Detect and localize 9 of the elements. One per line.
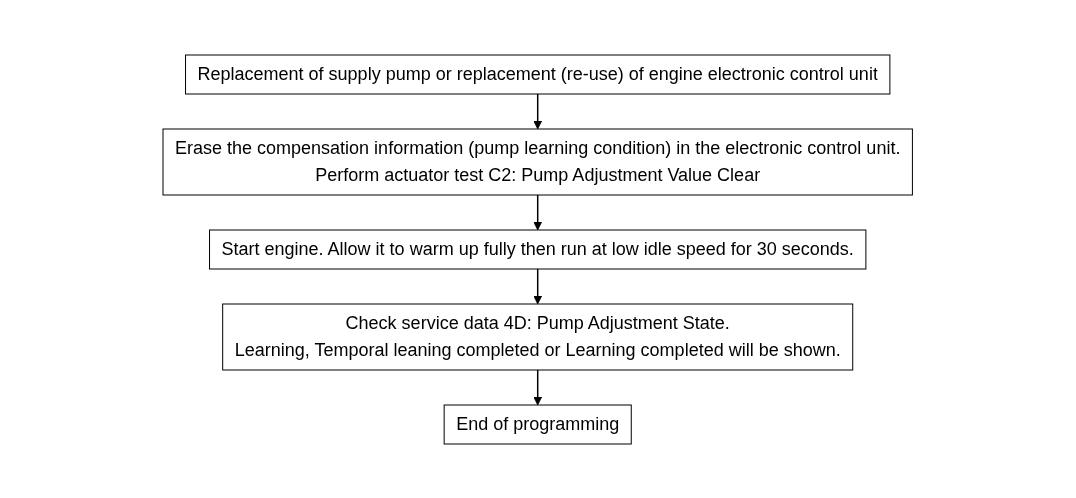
node-box: Start engine. Allow it to warm up fully then run at low idle speed for 30 seconds. [209,229,867,269]
node-box: Erase the compensation information (pump learning condition) in the electronic control unit. Perform actuator test C2: Pump Adjustment Value Clear [162,128,914,195]
arrow [533,193,543,230]
node-box: Check service data 4D: Pump Adjustment State. Learning, Temporal leaning completed or Learning completed will be shown. [222,303,854,370]
arrow [533,368,543,405]
arrow [533,92,543,129]
arrow [533,267,543,304]
node-box: End of programming [443,404,633,444]
node-box: Replacement of supply pump or replacement (re-use) of engine electronic control unit [185,54,891,94]
